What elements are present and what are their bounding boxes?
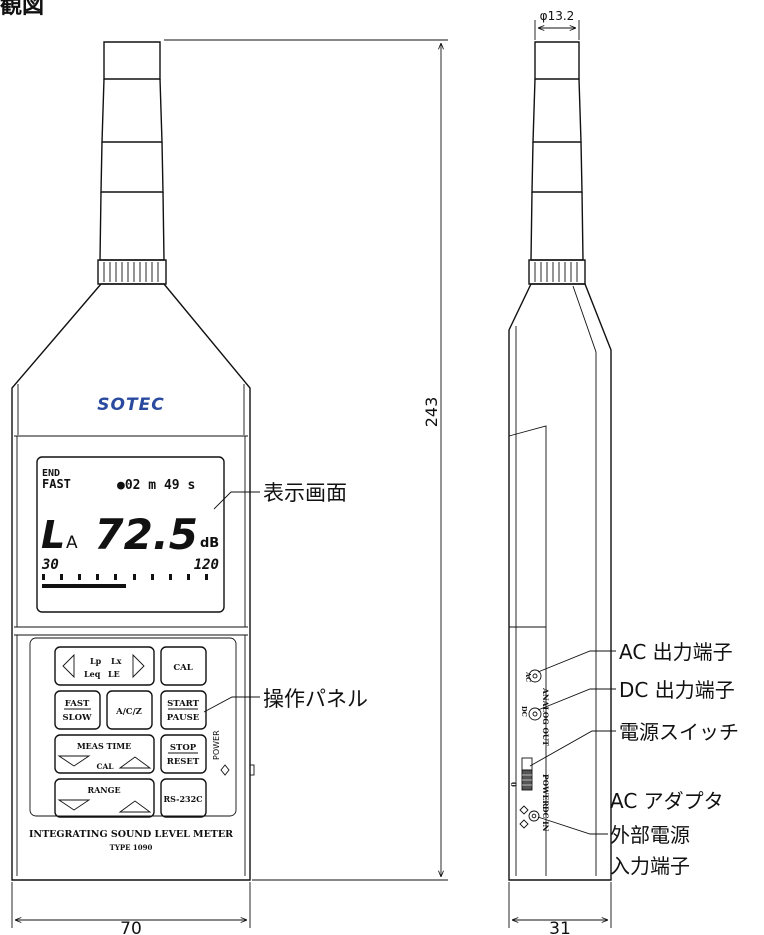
range-button[interactable]: RANGE <box>54 778 155 818</box>
side-view: AC ANALOG OUT DC 0 POWER DC IN <box>508 41 612 881</box>
lcd-symbol: L <box>41 513 65 557</box>
width-value: 70 <box>120 919 142 935</box>
pause-label: PAUSE <box>167 713 200 723</box>
lp-leq-button[interactable]: Lp Lx Leq LE <box>54 646 155 686</box>
dimension-width: 70 <box>11 882 251 935</box>
callout-ac-adapter: AC アダプタ <box>610 789 724 813</box>
front-view: SOTEC END FAST ●02 m 49 s L A 72.5 dB 30… <box>11 41 255 881</box>
meas-time-button[interactable]: MEAS TIME CAL <box>54 734 155 774</box>
slow-label: SLOW <box>62 713 92 723</box>
brand-logo: SOTEC <box>97 395 164 415</box>
callout-dc-out: DC 出力端子 <box>619 678 735 702</box>
meas-time-label: MEAS TIME <box>77 741 131 751</box>
power-switch[interactable] <box>521 757 533 791</box>
dimension-mic-diameter: φ13.2 <box>534 9 580 40</box>
lcd-scale-ticks <box>42 574 208 580</box>
range-label: RANGE <box>87 785 120 795</box>
callouts: 表示画面 操作パネル AC 出力端子 DC 出力端子 電源スイッチ AC アダプ… <box>203 481 739 878</box>
lcd-symbol-sub: A <box>66 533 78 553</box>
power-label-front: POWER <box>212 730 221 760</box>
callout-ext-power: 外部電源 <box>610 823 690 847</box>
lcd-mode: FAST <box>42 477 71 491</box>
side-microphone <box>528 41 586 285</box>
meter-body <box>11 283 251 881</box>
stop-label: STOP <box>170 743 197 753</box>
ac-port-label: AC <box>524 671 532 682</box>
model-name: INTEGRATING SOUND LEVEL METER <box>29 829 233 840</box>
acz-button[interactable]: A/C/Z <box>106 690 153 730</box>
keypad: Lp Lx Leq LE CAL FAST SLOW A/C/Z S <box>29 637 237 818</box>
height-value: 243 <box>422 397 441 428</box>
depth-value: 31 <box>549 919 571 935</box>
callout-display: 表示画面 <box>263 481 347 505</box>
lcd-unit: dB <box>200 536 219 551</box>
lcd-scale-min: 30 <box>41 557 59 573</box>
dimension-height: 243 <box>164 39 448 881</box>
lcd-timer: ●02 m 49 s <box>117 478 195 493</box>
microphone <box>97 41 167 285</box>
lcd-scale-max: 120 <box>194 557 219 573</box>
dimension-depth: 31 <box>508 882 612 935</box>
rs232c-button[interactable]: RS-232C <box>160 778 207 818</box>
page-title: 観図 <box>0 0 44 19</box>
dc-in-label: DC IN <box>541 806 550 832</box>
fast-slow-button[interactable]: FAST SLOW <box>54 690 101 730</box>
lcd-mode-top: END <box>42 468 60 479</box>
ac-output-jack[interactable] <box>528 669 542 683</box>
analog-out-label: ANALOG OUT <box>541 687 550 746</box>
lcd-display: END FAST ●02 m 49 s L A 72.5 dB 30 120 <box>36 456 225 613</box>
dc-port-label: DC <box>520 706 528 717</box>
reset-label: RESET <box>167 757 200 767</box>
le-label: LE <box>108 669 120 679</box>
mic-diameter-value: φ13.2 <box>540 9 575 23</box>
leq-label: Leq <box>84 669 101 679</box>
lcd-level-bar <box>42 584 126 588</box>
side-body <box>508 283 612 881</box>
start-pause-button[interactable]: START PAUSE <box>160 690 207 730</box>
rs232c-label: RS-232C <box>163 794 202 804</box>
side-nub <box>249 764 255 776</box>
start-label: START <box>167 699 200 709</box>
stop-reset-button[interactable]: STOP RESET <box>160 734 207 774</box>
callout-input-port: 入力端子 <box>610 854 690 878</box>
callout-power-switch: 電源スイッチ <box>619 720 739 744</box>
model-type: TYPE 1090 <box>110 843 153 852</box>
meas-cal-label: CAL <box>96 762 114 771</box>
lp-label: Lp <box>90 656 102 666</box>
dc-in-jack[interactable] <box>528 810 540 822</box>
callout-panel: 操作パネル <box>263 687 368 711</box>
acz-label: A/C/Z <box>115 707 142 717</box>
cal-button[interactable]: CAL <box>160 646 207 686</box>
lx-label: Lx <box>111 656 122 666</box>
power-off-label: 0 <box>509 782 518 787</box>
callout-ac-out: AC 出力端子 <box>619 640 733 664</box>
cal-label: CAL <box>173 663 192 673</box>
dc-output-jack[interactable] <box>528 707 542 721</box>
lcd-value: 72.5 <box>94 510 198 559</box>
power-label-side: POWER <box>541 774 550 807</box>
fast-label: FAST <box>65 699 90 709</box>
